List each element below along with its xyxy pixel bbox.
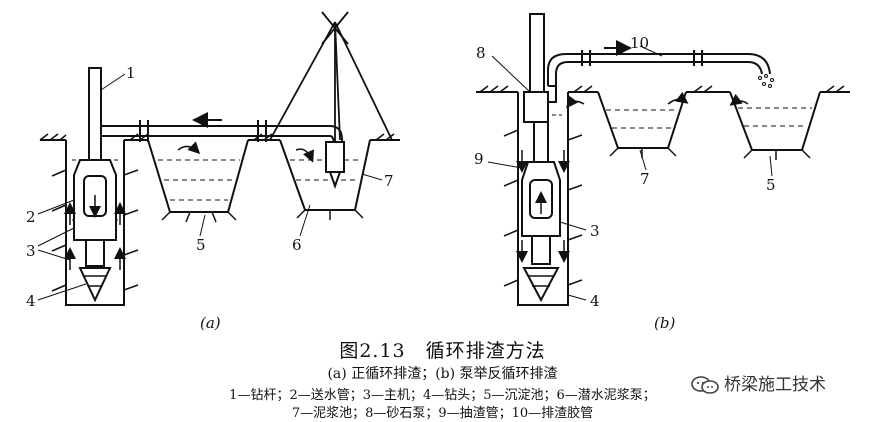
figure-drawing: 1 2 3 4 5 6 7 (a) bbox=[26, 11, 850, 332]
mud-pond-b bbox=[566, 91, 689, 158]
gravel-pump bbox=[523, 85, 557, 123]
label-a-3: 3 bbox=[26, 242, 36, 260]
label-a-2: 2 bbox=[26, 208, 36, 226]
figure-title: 图2.13 循环排渣方法 bbox=[339, 340, 546, 362]
label-b-4: 4 bbox=[590, 292, 600, 310]
panel-b-sublabel: (b) bbox=[654, 314, 675, 332]
sedimentation-pond-a bbox=[147, 139, 249, 223]
hole-flow-arrows-b bbox=[516, 150, 570, 263]
hole-flow-arrows-a bbox=[64, 195, 126, 270]
submersible-pump bbox=[325, 141, 345, 189]
ground-line-b bbox=[476, 85, 850, 93]
watermark-text: 桥梁施工技术 bbox=[724, 375, 826, 395]
label-a-7: 7 bbox=[384, 172, 394, 190]
wechat-icon bbox=[691, 376, 719, 394]
discharge-hose bbox=[547, 50, 771, 86]
leader-lines-a bbox=[37, 73, 383, 301]
tripod bbox=[269, 11, 393, 142]
drilling-machine-a bbox=[73, 159, 117, 303]
panel-a bbox=[37, 11, 400, 306]
label-b-9: 9 bbox=[474, 150, 484, 168]
leader-lines-b bbox=[487, 45, 773, 301]
drill-rod bbox=[88, 67, 102, 169]
label-a-1: 1 bbox=[126, 64, 136, 82]
borehole-b bbox=[503, 92, 583, 306]
discharge-splash bbox=[758, 74, 774, 88]
legend-line-2: 7—泥浆池；8—砂石泵；9—抽渣管；10—排渣胶管 bbox=[291, 406, 594, 421]
label-b-7: 7 bbox=[640, 170, 650, 188]
supply-pipe bbox=[101, 120, 343, 160]
label-a-6: 6 bbox=[292, 236, 302, 254]
legend-line-1: 1—钻杆；2—送水管；3—主机；4—钻头；5—沉淀池；6—潜水泥浆泵； bbox=[229, 388, 656, 403]
label-b-10: 10 bbox=[630, 34, 649, 52]
label-a-5: 5 bbox=[196, 236, 206, 254]
label-b-5: 5 bbox=[766, 176, 776, 194]
panel-b bbox=[476, 13, 850, 306]
label-a-4: 4 bbox=[26, 292, 36, 310]
figure-subtitle: (a) 正循环排渣；(b) 泵举反循环排渣 bbox=[327, 366, 558, 382]
panel-a-sublabel: (a) bbox=[200, 314, 221, 332]
label-b-3: 3 bbox=[590, 222, 600, 240]
sedimentation-pond-b bbox=[729, 91, 821, 160]
watermark: 桥梁施工技术 bbox=[690, 370, 826, 395]
drill-rod-b bbox=[529, 13, 545, 97]
label-b-8: 8 bbox=[476, 44, 486, 62]
